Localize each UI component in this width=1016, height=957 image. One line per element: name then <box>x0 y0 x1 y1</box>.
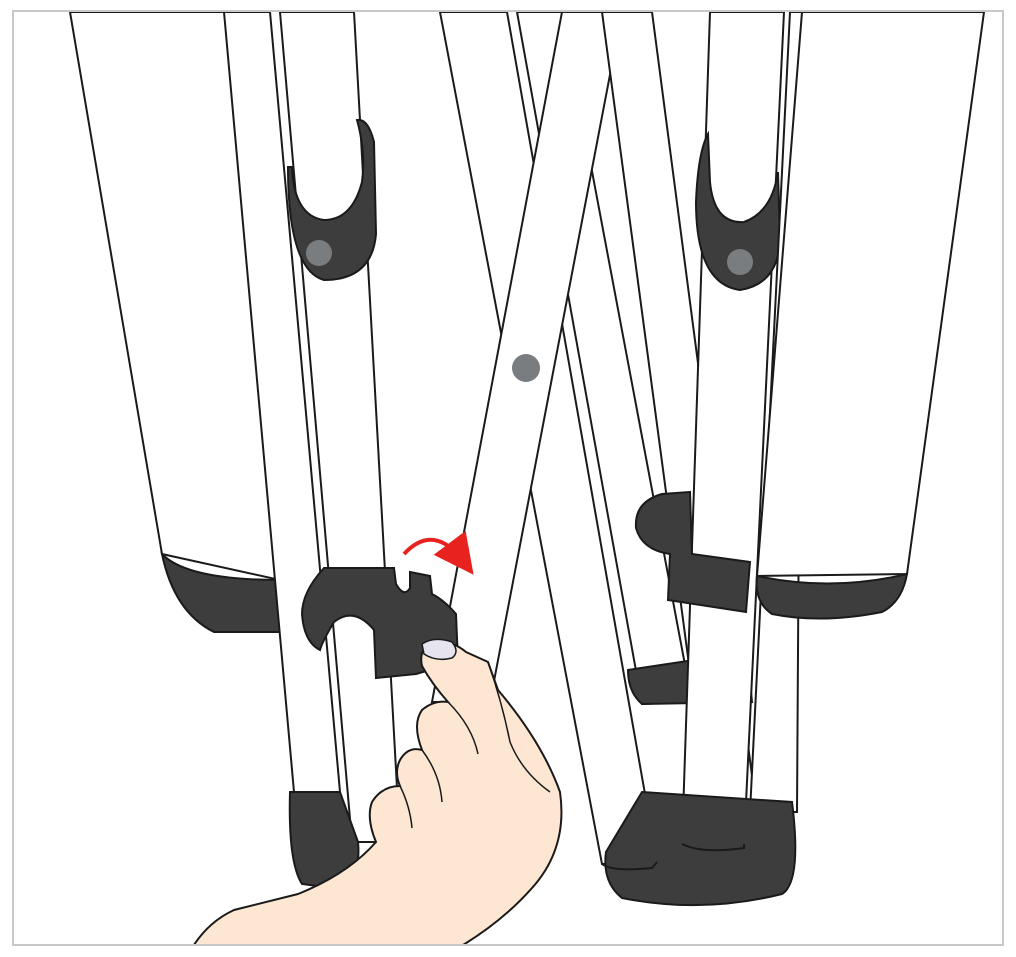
hand-icon <box>193 638 563 944</box>
leg-clip-icon <box>300 567 460 680</box>
rotate-arrow-icon <box>402 530 474 575</box>
thumbnail-icon <box>421 638 457 661</box>
right-lower-clip <box>634 490 752 614</box>
pivot-bolt-icon <box>306 240 332 266</box>
frame-illustration <box>68 12 986 944</box>
right-leg-end-cap <box>755 572 909 620</box>
centre-pivot-bolt-icon <box>512 354 540 382</box>
foot-tube-ends <box>601 843 745 871</box>
upper-left-clip <box>286 118 378 282</box>
pivot-bolt-icon <box>727 249 753 275</box>
illustration-frame <box>12 10 1004 946</box>
upper-right-clip <box>694 130 782 292</box>
